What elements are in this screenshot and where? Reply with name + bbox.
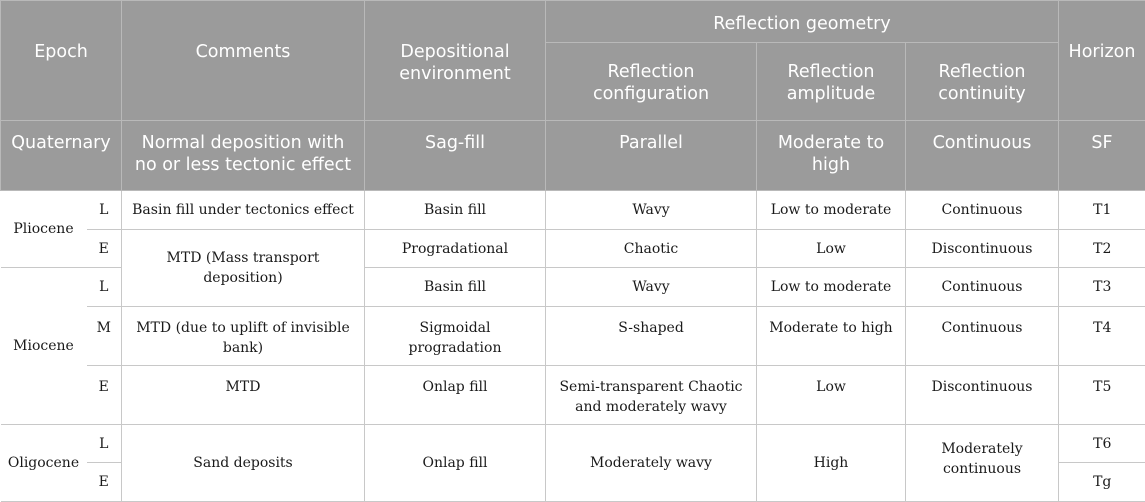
configuration-pliocene-e: Chaotic	[546, 230, 757, 268]
quaternary-epoch: Quaternary	[1, 121, 122, 191]
continuity-miocene-m: Continuous	[906, 307, 1059, 366]
comments-pliocene-l: Basin fill under tectonics effect	[122, 191, 365, 230]
table-row: E MTD (Mass transport deposition) Progra…	[1, 230, 1145, 268]
header-reflection-continuity: Reflection continuity	[906, 43, 1059, 121]
configuration-miocene-m: S-shaped	[546, 307, 757, 366]
comments-oligocene: Sand deposits	[122, 425, 365, 502]
substage-oligocene-l: L	[87, 425, 122, 463]
configuration-pliocene-l: Wavy	[546, 191, 757, 230]
environment-pliocene-l: Basin fill	[365, 191, 546, 230]
continuity-oligocene: Moderately continuous	[906, 425, 1059, 502]
horizon-t2: T2	[1059, 230, 1145, 268]
table-row: Pliocene L Basin fill under tectonics ef…	[1, 191, 1145, 230]
header-reflection-configuration: Reflection configuration	[546, 43, 757, 121]
substage-miocene-l: L	[87, 268, 122, 307]
amplitude-pliocene-l: Low to moderate	[757, 191, 906, 230]
continuity-miocene-l: Continuous	[906, 268, 1059, 307]
environment-miocene-l: Basin fill	[365, 268, 546, 307]
epoch-oligocene: Oligocene	[1, 425, 87, 502]
table-row: M MTD (due to uplift of invisible bank) …	[1, 307, 1145, 366]
table-row: Oligocene L Sand deposits Onlap fill Mod…	[1, 425, 1145, 463]
substage-miocene-m: M	[87, 307, 122, 366]
quaternary-horizon: SF	[1059, 121, 1145, 191]
horizon-t4: T4	[1059, 307, 1145, 366]
quaternary-comments: Normal deposition with no or less tecton…	[122, 121, 365, 191]
header-epoch: Epoch	[1, 1, 122, 121]
configuration-oligocene: Moderately wavy	[546, 425, 757, 502]
environment-oligocene: Onlap fill	[365, 425, 546, 502]
substage-pliocene-e: E	[87, 230, 122, 268]
header-comments: Comments	[122, 1, 365, 121]
quaternary-configuration: Parallel	[546, 121, 757, 191]
amplitude-miocene-m: Moderate to high	[757, 307, 906, 366]
horizon-tg: Tg	[1059, 463, 1145, 502]
horizon-t1: T1	[1059, 191, 1145, 230]
quaternary-amplitude: Moderate to high	[757, 121, 906, 191]
epoch-pliocene: Pliocene	[1, 191, 87, 268]
header-horizon: Horizon	[1059, 1, 1145, 121]
continuity-pliocene-l: Continuous	[906, 191, 1059, 230]
environment-miocene-m: Sigmoidal progradation	[365, 307, 546, 366]
environment-pliocene-e: Progradational	[365, 230, 546, 268]
table-row: E MTD Onlap fill Semi-transparent Chaoti…	[1, 366, 1145, 425]
amplitude-miocene-e: Low	[757, 366, 906, 425]
amplitude-oligocene: High	[757, 425, 906, 502]
header-reflection-amplitude: Reflection amplitude	[757, 43, 906, 121]
epoch-miocene: Miocene	[1, 268, 87, 425]
configuration-miocene-e: Semi-transparent Chaotic and moderately …	[546, 366, 757, 425]
horizon-t6: T6	[1059, 425, 1145, 463]
header-depositional-environment: Depositional environment	[365, 1, 546, 121]
quaternary-environment: Sag-fill	[365, 121, 546, 191]
amplitude-pliocene-e: Low	[757, 230, 906, 268]
quaternary-continuity: Continuous	[906, 121, 1059, 191]
continuity-miocene-e: Discontinuous	[906, 366, 1059, 425]
comments-miocene-e: MTD	[122, 366, 365, 425]
horizon-t5: T5	[1059, 366, 1145, 425]
configuration-miocene-l: Wavy	[546, 268, 757, 307]
header-reflection-geometry: Reflection geometry	[546, 1, 1059, 43]
substage-pliocene-l: L	[87, 191, 122, 230]
substage-oligocene-e: E	[87, 463, 122, 502]
substage-miocene-e: E	[87, 366, 122, 425]
comments-mtd-mass-transport: MTD (Mass transport deposition)	[122, 230, 365, 307]
horizon-t3: T3	[1059, 268, 1145, 307]
comments-miocene-m: MTD (due to uplift of invisible bank)	[122, 307, 365, 366]
continuity-pliocene-e: Discontinuous	[906, 230, 1059, 268]
amplitude-miocene-l: Low to moderate	[757, 268, 906, 307]
environment-miocene-e: Onlap fill	[365, 366, 546, 425]
